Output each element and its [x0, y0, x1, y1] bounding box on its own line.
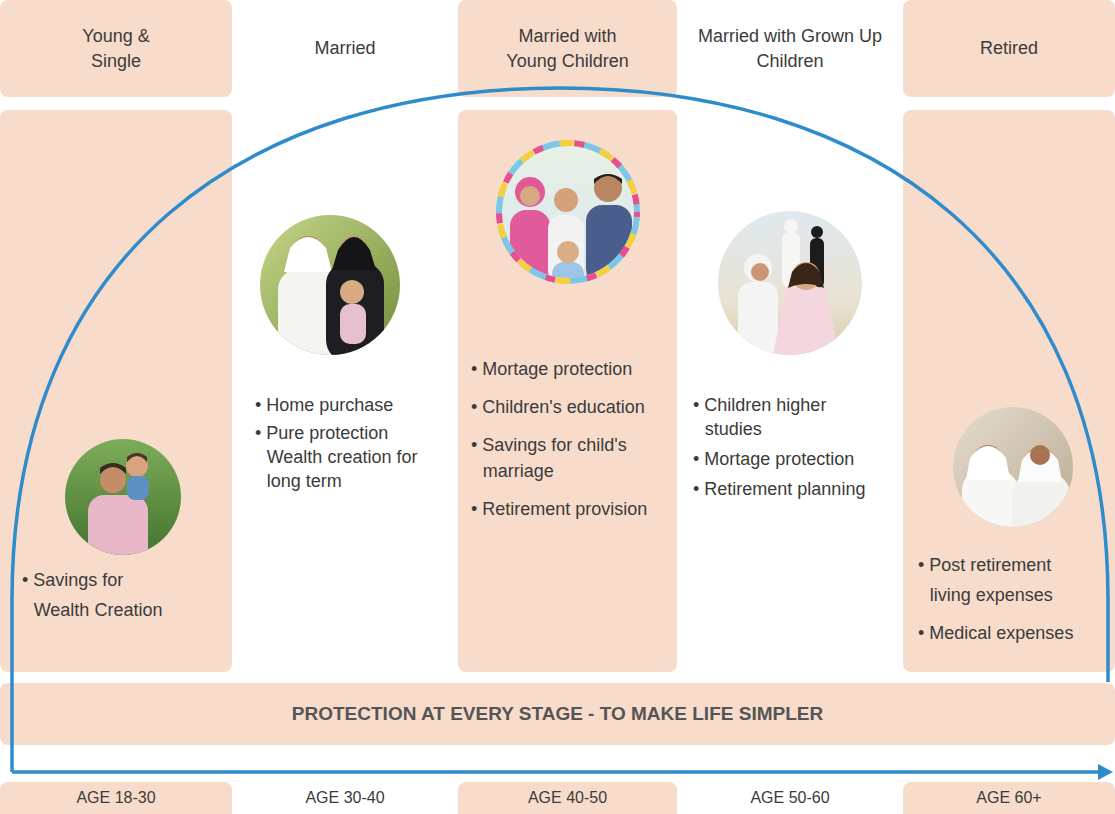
bullet-list: • Savings for Wealth Creation — [22, 565, 172, 633]
bullet-item: • Mortage protection — [693, 447, 883, 471]
stage-header: Married with Young Children — [458, 0, 677, 97]
stage-panel: • Post retirement living expenses • Medic… — [903, 110, 1115, 672]
age-box: AGE 60+ — [903, 782, 1115, 814]
stage-title: Young & Single — [66, 24, 166, 73]
stage-title: Retired — [980, 36, 1038, 60]
bullet-item: • Medical expenses — [918, 618, 1093, 648]
bullet-item: • Post retirement living expenses — [918, 550, 1093, 610]
text-block: Married with Young Children — [493, 24, 643, 73]
bullet-item: • Retirement planning — [693, 477, 883, 501]
label-area: AGE 30-40 — [240, 782, 450, 814]
label-area: Married with Grown Up Children — [685, 0, 895, 97]
bullet-item: • Children higher studies — [693, 393, 883, 441]
text-block: AGE 40-50 — [528, 787, 607, 809]
bullet-list: • Children higher studies • Mortage prote… — [693, 393, 883, 507]
stage-header: Retired — [903, 0, 1115, 97]
bullet-item: • Mortage protection — [471, 356, 651, 382]
stage-title: Married with Grown Up Children — [695, 24, 885, 73]
tagline-text: PROTECTION AT EVERY STAGE - TO MAKE LIFE… — [292, 701, 823, 727]
text-block: AGE 18-30 — [76, 787, 155, 809]
stage-header: Young & Single — [0, 0, 232, 97]
text-block: AGE 60+ — [976, 787, 1041, 809]
age-range: AGE 18-30 — [76, 787, 155, 809]
tagline-banner: PROTECTION AT EVERY STAGE - TO MAKE LIFE… — [0, 683, 1115, 745]
age-range: AGE 60+ — [976, 787, 1041, 809]
text-block: PROTECTION AT EVERY STAGE - TO MAKE LIFE… — [292, 701, 823, 727]
bullet-item: • Savings for Wealth Creation — [22, 565, 172, 625]
stage-title: Married with Young Children — [493, 24, 643, 73]
bullet-item: • Savings for child's marriage — [471, 432, 651, 484]
text-block: Retired — [980, 36, 1038, 60]
bullet-item: • Retirement provision — [471, 496, 651, 522]
age-range: AGE 40-50 — [528, 787, 607, 809]
age-range: AGE 30-40 — [305, 787, 384, 809]
age-box: AGE 18-30 — [0, 782, 232, 814]
age-box: AGE 40-50 — [458, 782, 677, 814]
bullet-item: • Home purchase — [255, 393, 440, 417]
bullet-list: • Mortage protection • Children's educati… — [471, 356, 651, 534]
label-area: Married — [240, 0, 450, 97]
stage-panel: • Savings for Wealth Creation — [0, 110, 232, 672]
stage-title: Married — [314, 36, 375, 60]
text-block: Young & Single — [66, 24, 166, 73]
bullet-list: • Home purchase • Pure protection Wealth … — [255, 393, 440, 497]
label-area: AGE 50-60 — [685, 782, 895, 814]
bullet-item: • Children's education — [471, 394, 651, 420]
bullet-list: • Post retirement living expenses • Medic… — [918, 550, 1093, 656]
age-range: AGE 50-60 — [750, 787, 829, 809]
bullet-item: • Pure protection Wealth creation for lo… — [255, 421, 440, 493]
